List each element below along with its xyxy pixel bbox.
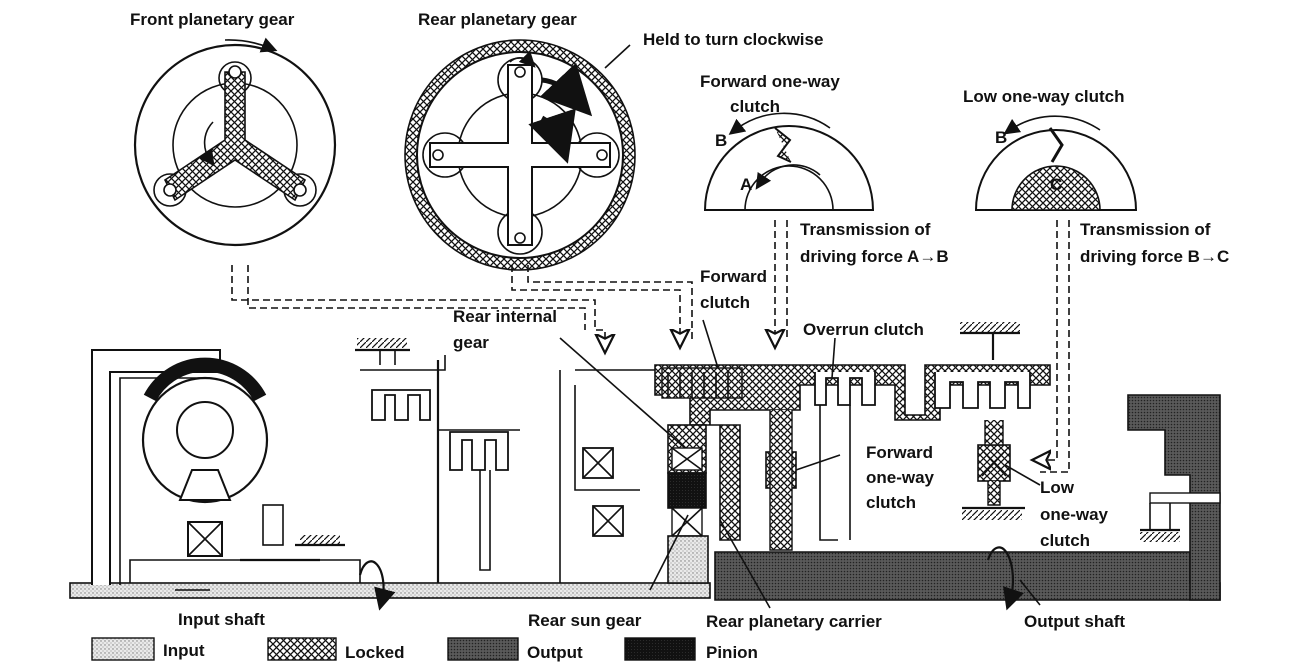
legend-swatch-pinion (624, 637, 696, 661)
label-front-planetary-gear: Front planetary gear (130, 10, 295, 29)
legend-swatch-output (447, 637, 519, 661)
label-low-owc-title: Low one-way clutch (963, 87, 1125, 106)
label-transmission-ab-1: Transmission of (800, 220, 931, 239)
forward-one-way-clutch-detail (703, 112, 875, 211)
label-rear-planetary-carrier: Rear planetary carrier (706, 612, 882, 631)
letter-b-forward: B (715, 131, 727, 150)
low-one-way-clutch-detail (974, 115, 1138, 211)
legend-label-locked: Locked (345, 643, 405, 662)
rear-planetary-gear (404, 39, 636, 271)
label-forward-owc-title-2: clutch (730, 97, 780, 116)
label-forward-clutch-2: clutch (700, 293, 750, 312)
label-rear-internal-1: Rear internal (453, 307, 557, 326)
label-output-shaft: Output shaft (1024, 612, 1125, 631)
label-rear-internal-2: gear (453, 333, 489, 352)
cross-section (69, 319, 1221, 611)
legend-label-output: Output (527, 643, 583, 662)
legend: Input Locked Output Pinion (91, 637, 758, 662)
label-forward-owc-title-1: Forward one-way (700, 72, 840, 91)
legend-swatch-input (91, 637, 155, 661)
label-forward-owc-2: one-way (866, 468, 935, 487)
legend-label-input: Input (163, 641, 205, 660)
label-input-shaft: Input shaft (178, 610, 265, 629)
label-forward-owc-3: clutch (866, 493, 916, 512)
legend-swatch-locked (267, 637, 337, 661)
letter-c: C (1050, 175, 1062, 194)
label-low-owc-2: one-way (1040, 505, 1109, 524)
letter-a: A (740, 175, 752, 194)
label-rear-sun-gear: Rear sun gear (528, 611, 642, 630)
label-low-owc-1: Low (1040, 478, 1075, 497)
dashed-connectors (231, 220, 1070, 473)
label-held-clockwise: Held to turn clockwise (643, 30, 823, 49)
label-rear-planetary-gear: Rear planetary gear (418, 10, 577, 29)
label-low-owc-3: clutch (1040, 531, 1090, 550)
front-planetary-gear (133, 37, 337, 247)
label-transmission-ab-2: driving force A→B (800, 247, 949, 266)
legend-label-pinion: Pinion (706, 643, 758, 662)
letter-b-low: B (995, 128, 1007, 147)
label-overrun-clutch: Overrun clutch (803, 320, 924, 339)
label-transmission-bc-1: Transmission of (1080, 220, 1211, 239)
label-transmission-bc-2: driving force B→C (1080, 247, 1229, 266)
label-forward-clutch-1: Forward (700, 267, 767, 286)
label-forward-owc-1: Forward (866, 443, 933, 462)
